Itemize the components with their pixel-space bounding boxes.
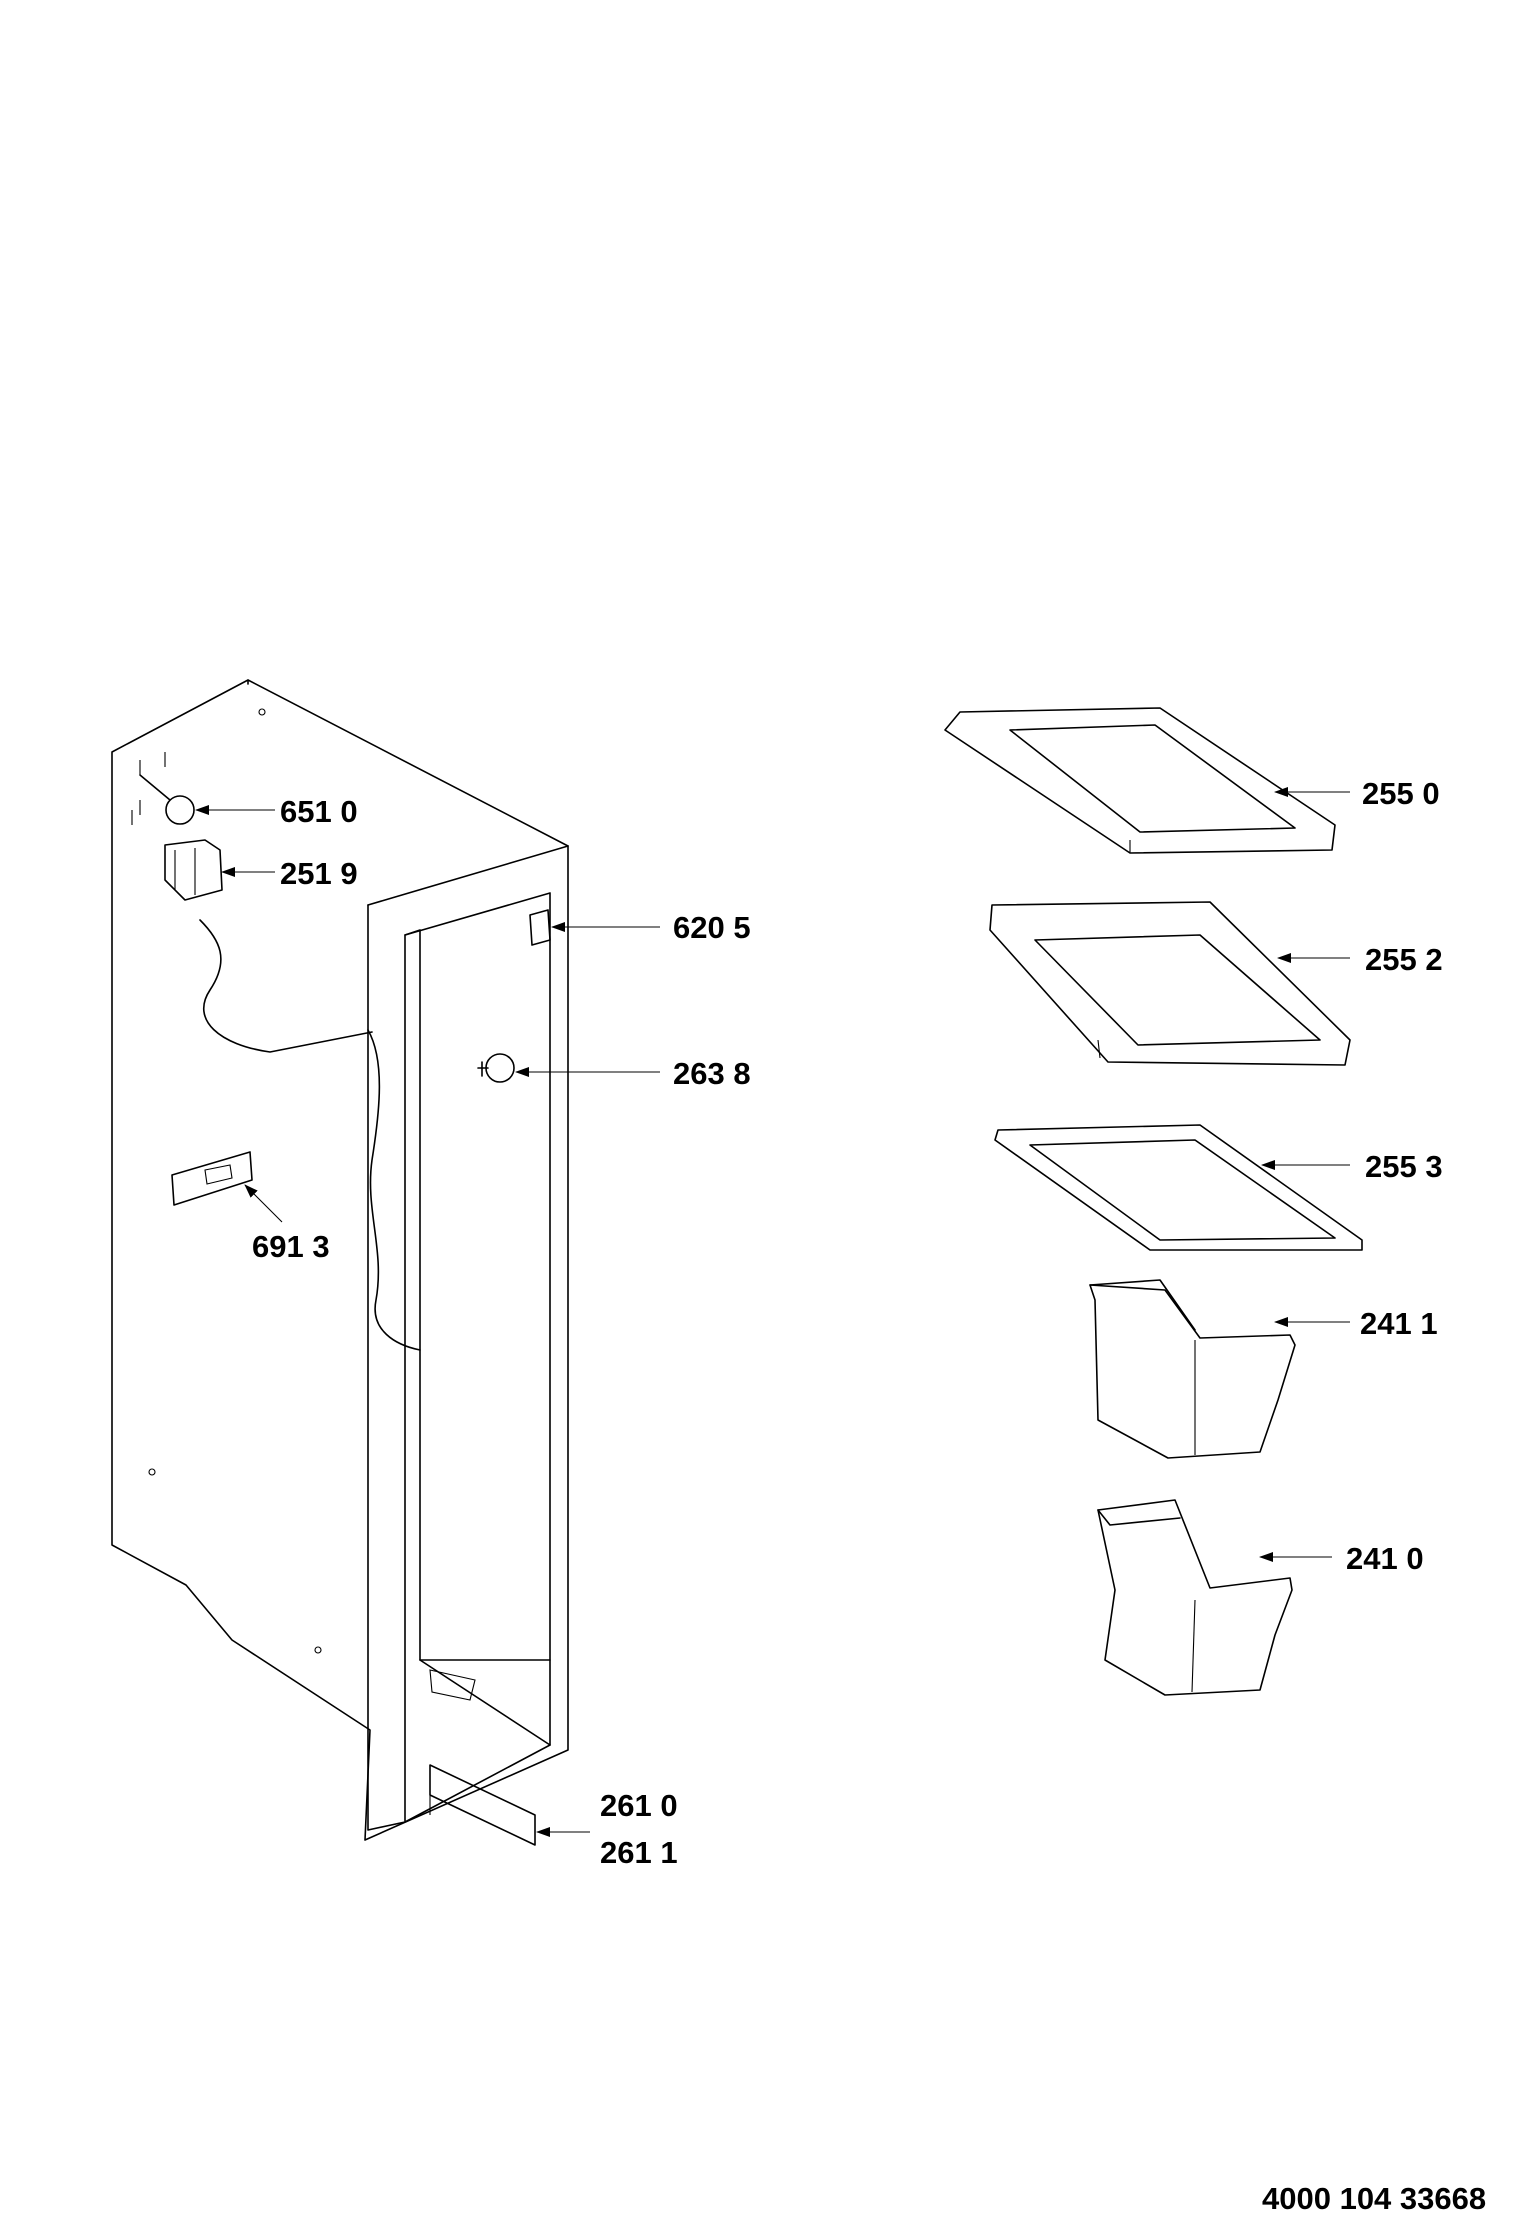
document-number: 4000 104 33668: [1262, 2181, 1486, 2216]
label-251-9: 251 9: [280, 856, 358, 891]
label-255-3: 255 3: [1365, 1149, 1443, 1184]
label-691-3: 691 3: [252, 1229, 330, 1264]
part-6913-badge: [171, 1151, 253, 1206]
leader-lines: [195, 787, 1350, 1837]
crisper-bin-2411: [1089, 1279, 1296, 1459]
label-241-1: 241 1: [1360, 1306, 1438, 1341]
label-255-2: 255 2: [1365, 942, 1443, 977]
crisper-bin-2410: [1097, 1499, 1293, 1696]
part-6510-thermostat-knob: [139, 774, 195, 825]
label-263-8: 263 8: [673, 1056, 751, 1091]
label-261-1: 261 1: [600, 1835, 678, 1870]
label-241-0: 241 0: [1346, 1541, 1424, 1576]
glass-shelf-2550: [944, 707, 1336, 854]
part-2519-lamp-cover: [164, 839, 223, 901]
label-261-0: 261 0: [600, 1788, 678, 1823]
part-2638-lamp: [477, 1053, 515, 1083]
label-651-0: 651 0: [280, 794, 358, 829]
part-6205-switch: [529, 909, 551, 946]
label-255-0: 255 0: [1362, 776, 1440, 811]
glass-shelf-2553: [994, 1124, 1363, 1251]
label-620-5: 620 5: [673, 910, 751, 945]
glass-shelf-2552: [989, 901, 1351, 1066]
cabinet-liner-drawing: [111, 679, 569, 1846]
